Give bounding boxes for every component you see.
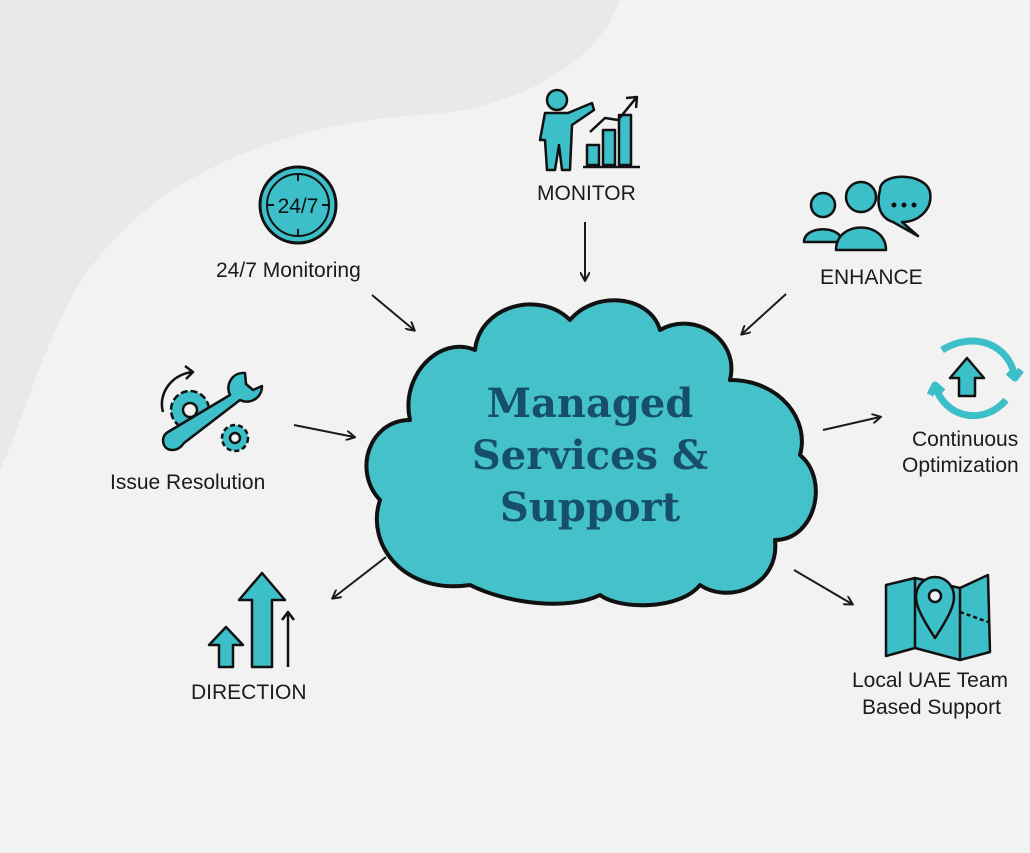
label-direction: DIRECTION [191, 681, 307, 704]
center-cloud [364, 298, 818, 608]
label-247-monitoring: 24/7 Monitoring [216, 259, 361, 282]
label-local-2: Based Support [862, 696, 1001, 719]
arrow-247 [371, 294, 414, 330]
label-optimization-1: Continuous [912, 428, 1019, 451]
cycle-up-arrow-icon [926, 337, 1024, 419]
arrow-issue [293, 424, 354, 437]
label-issue-resolution: Issue Resolution [110, 471, 266, 494]
label-enhance: ENHANCE [820, 266, 923, 289]
team-chat-icon [802, 175, 932, 252]
clock-247-icon: 24/7 [258, 165, 338, 245]
arrow-direction [333, 556, 387, 598]
center-title-line-3: Support [499, 484, 681, 531]
map-pin-icon [884, 573, 992, 662]
arrow-enhance [742, 293, 787, 334]
center-title: Managed Services & Support [440, 378, 740, 534]
gears-wrench-icon [160, 365, 264, 453]
arrow-local [793, 569, 852, 604]
center-title-line-2: Services & [471, 432, 709, 479]
label-monitor: MONITOR [537, 182, 636, 205]
arrow-optimization [822, 417, 880, 431]
label-local-1: Local UAE Team [852, 669, 1009, 692]
presenter-chart-icon [538, 88, 640, 172]
label-optimization-2: Optimization [902, 454, 1019, 477]
direction-arrows-icon [207, 571, 295, 669]
clock-label: 24/7 [278, 195, 319, 218]
center-title-line-1: Managed [486, 380, 694, 427]
